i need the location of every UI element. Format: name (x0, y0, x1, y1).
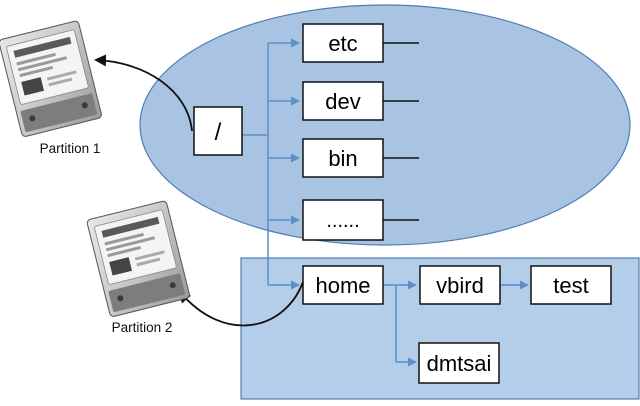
dir-label-dev: dev (325, 89, 360, 114)
mount-arrow-partition-2 (178, 281, 304, 327)
dir-label-home: home (315, 273, 370, 298)
dir-label-bin: bin (328, 146, 357, 171)
mount-arrow-partition-1 (94, 54, 193, 132)
dir-label-dmtsai: dmtsai (427, 351, 492, 376)
dir-node-etc: etc (302, 23, 384, 63)
dir-node-test: test (530, 265, 612, 305)
dir-node-more: ...... (302, 199, 384, 241)
dir-label-vbird: vbird (436, 273, 484, 298)
dir-label-etc: etc (328, 31, 357, 56)
dir-node-bin: bin (302, 138, 384, 178)
partition-1-label: Partition 1 (40, 141, 101, 156)
partition-2-label: Partition 2 (112, 320, 173, 335)
tree-connectors (242, 38, 529, 367)
root-partition-region (139, 4, 631, 246)
hard-disk-icon (86, 200, 190, 317)
dir-node-dmtsai: dmtsai (418, 342, 500, 384)
root-dir-node: / (193, 106, 243, 156)
root-dir-label: / (215, 119, 222, 146)
dir-node-home: home (302, 265, 384, 305)
hard-disk-icon (0, 20, 102, 137)
continuation-lines (383, 42, 419, 221)
dir-label-test: test (553, 273, 588, 298)
dir-node-vbird: vbird (419, 265, 501, 305)
dir-node-dev: dev (302, 81, 384, 121)
dir-label-more: ...... (326, 210, 359, 232)
